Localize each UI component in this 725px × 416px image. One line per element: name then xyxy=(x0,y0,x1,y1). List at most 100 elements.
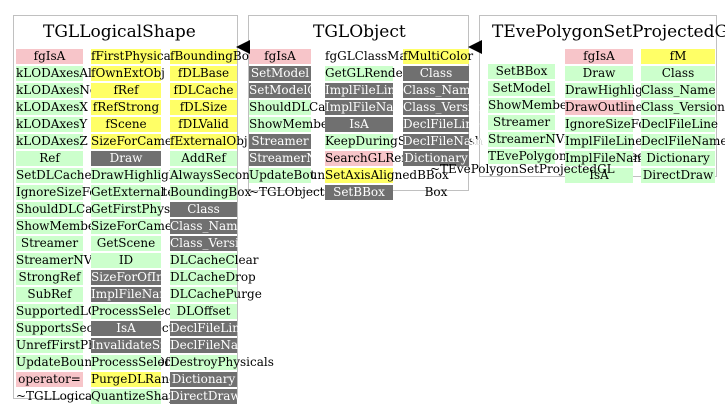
member-streamer: Streamer xyxy=(488,115,555,130)
member-implfileline: ImplFileLine xyxy=(325,83,403,98)
member-setmodel: SetModel xyxy=(488,81,555,96)
member-tgllogicalshape: ~TGLLogicalShape xyxy=(16,389,134,403)
member-sizeforcamerainterest: SizeForCameraInterest xyxy=(91,134,233,149)
member-strongref: StrongRef xyxy=(16,270,83,285)
member-sizeforofinterest: SizeForOfInterest xyxy=(91,270,200,285)
member-invalidatesmartrefresh: InvalidateSmartRefresh xyxy=(91,338,236,353)
member-class: Class xyxy=(641,66,715,81)
member-updateboundingbox: UpdateBoundingBox xyxy=(249,168,375,183)
member-purgedlrange: PurgeDLRange xyxy=(91,372,184,387)
class-title-shape: TGLLogicalShape xyxy=(43,22,196,42)
member-supportedlodaxes: SupportedLODAxes xyxy=(16,304,136,319)
member-declfilename: DeclFileName xyxy=(170,338,257,353)
member-implfilename: ImplFileName xyxy=(91,287,178,302)
member-searchglrenderer: SearchGLRenderer xyxy=(325,151,443,166)
member-streamernvirtual: StreamerNVirtual xyxy=(16,253,126,268)
member-drawhighlight: DrawHighlight xyxy=(91,168,182,183)
member-klodaxesy: kLODAxesY xyxy=(16,117,88,132)
member-draw: Draw xyxy=(91,151,161,166)
member-class-name: Class_Name xyxy=(403,83,478,98)
member-dictionary: Dictionary xyxy=(403,151,469,166)
member-addref: AddRef xyxy=(170,151,237,166)
class-title-object: TGLObject xyxy=(313,22,406,42)
member-updateboundingboxesofphysicals: UpdateBoundingBoxesOfPhysicals xyxy=(16,355,226,370)
member-dlcacheclear: DLCacheClear xyxy=(170,253,259,268)
member-setbbox: SetBBox xyxy=(488,64,555,79)
member-fexternalobj: fExternalObj xyxy=(170,134,248,149)
member-dictionary: Dictionary xyxy=(641,151,715,166)
member-isa: IsA xyxy=(91,321,161,336)
inherit-arrow-projected-to-object xyxy=(468,40,482,54)
member-klodaxesall: kLODAxesAll xyxy=(16,66,96,81)
member-isa: IsA xyxy=(325,117,393,132)
member-drawhighlight: DrawHighlight xyxy=(565,83,656,98)
member-shoulddlcache: ShouldDLCache xyxy=(249,100,347,115)
member-fdlsize: fDLSize xyxy=(170,100,237,115)
class-title-projected: TEvePolygonSetProjectedGL xyxy=(492,22,725,42)
member-getglrenderer: GetGLRenderer xyxy=(325,66,422,81)
member-fscene: fScene xyxy=(91,117,161,132)
member-fgglclassmap: fgGLClassMap xyxy=(325,49,415,63)
member-class-name: Class_Name xyxy=(641,83,716,98)
member-fm: fM xyxy=(641,49,715,64)
member-drawoutline: DrawOutline xyxy=(565,100,643,115)
member-streamer: Streamer xyxy=(16,236,83,251)
member-fref: fRef xyxy=(91,83,161,98)
member-dloffset: DLOffset xyxy=(170,304,237,319)
member-dlcachedrop: DLCacheDrop xyxy=(170,270,256,285)
member-directdraw: DirectDraw xyxy=(170,389,241,404)
member-class-version: Class_Version xyxy=(641,100,725,115)
member-box: Box xyxy=(424,185,448,199)
member-class: Class xyxy=(403,66,469,81)
member-class: Class xyxy=(170,202,237,217)
inherit-arrow-object-to-shape xyxy=(236,40,250,54)
member-subref: SubRef xyxy=(16,287,83,302)
member-getexternal: GetExternal xyxy=(91,185,165,200)
member-supportssecondaryselect: SupportsSecondarySelect xyxy=(16,321,173,336)
member-class-version: Class_Version xyxy=(170,236,254,251)
member-declfileline: DeclFileLine xyxy=(641,117,719,132)
member-processselection: ProcessSelection xyxy=(91,304,195,319)
member-setaxisalignedbbox: SetAxisAlignedBBox xyxy=(325,168,449,183)
member-streamernvirtual: StreamerNVirtual xyxy=(249,151,359,166)
member-fgisa: fgIsA xyxy=(16,49,83,64)
member-getfirstphysical: GetFirstPhysical xyxy=(91,202,192,217)
member-fdlcache: fDLCache xyxy=(170,83,237,98)
member-streamer: Streamer xyxy=(249,134,311,149)
member-boundingbox: BoundingBox xyxy=(170,185,252,200)
member-declfileline: DeclFileLine xyxy=(170,321,248,336)
member-fmulticolor: fMultiColor xyxy=(403,49,474,64)
member-showmembers: ShowMembers xyxy=(488,98,579,113)
member-tevepolygonsetprojectedgl: ~TEvePolygonSetProjectedGL xyxy=(430,162,615,176)
member-sizeforcamerainterest: SizeForCameraInterest xyxy=(91,219,233,234)
member-alwayssecondaryselect: AlwaysSecondarySelect xyxy=(170,168,316,183)
member-implfilename: ImplFileName xyxy=(325,100,412,115)
member-declfilename: DeclFileName xyxy=(641,134,725,149)
member-setbbox: SetBBox xyxy=(325,185,393,200)
member-tglobject: ~TGLObject xyxy=(249,185,325,199)
member-showmembers: ShowMembers xyxy=(16,219,107,234)
member-declfilename: DeclFileName xyxy=(403,134,490,149)
member-implfilename: ImplFileName xyxy=(565,151,652,166)
member-klodaxesz: kLODAxesZ xyxy=(16,134,88,149)
member-declfileline: DeclFileLine xyxy=(403,117,481,132)
member-id: ID xyxy=(91,253,161,268)
member-destroyphysicals: DestroyPhysicals xyxy=(170,355,274,370)
member-fgisa: fgIsA xyxy=(249,49,311,64)
member-showmembers: ShowMembers xyxy=(249,117,340,132)
member-klodaxesx: kLODAxesX xyxy=(16,100,88,115)
member-frefstrong: fRefStrong xyxy=(91,100,161,115)
member-fownextobj: fOwnExtObj xyxy=(91,66,165,81)
member-operator: operator= xyxy=(16,372,83,387)
member-setmodelcheckclass: SetModelCheckClass xyxy=(249,83,378,98)
member-ignoresizeforofinterest: IgnoreSizeForOfInterest xyxy=(565,117,714,132)
member-quantizeshapelod: QuantizeShapeLOD xyxy=(91,389,211,404)
member-fgisa: fgIsA xyxy=(565,49,633,64)
member-unreffirstphysical: UnrefFirstPhysical xyxy=(16,338,131,353)
member-fdlvalid: fDLValid xyxy=(170,117,237,132)
member-streamernvirtual: StreamerNVirtual xyxy=(488,132,598,147)
member-directdraw: DirectDraw xyxy=(641,168,715,183)
member-keepduringsmartrefresh: KeepDuringSmartRefresh xyxy=(325,134,482,149)
member-shoulddlcache: ShouldDLCache xyxy=(16,202,114,217)
